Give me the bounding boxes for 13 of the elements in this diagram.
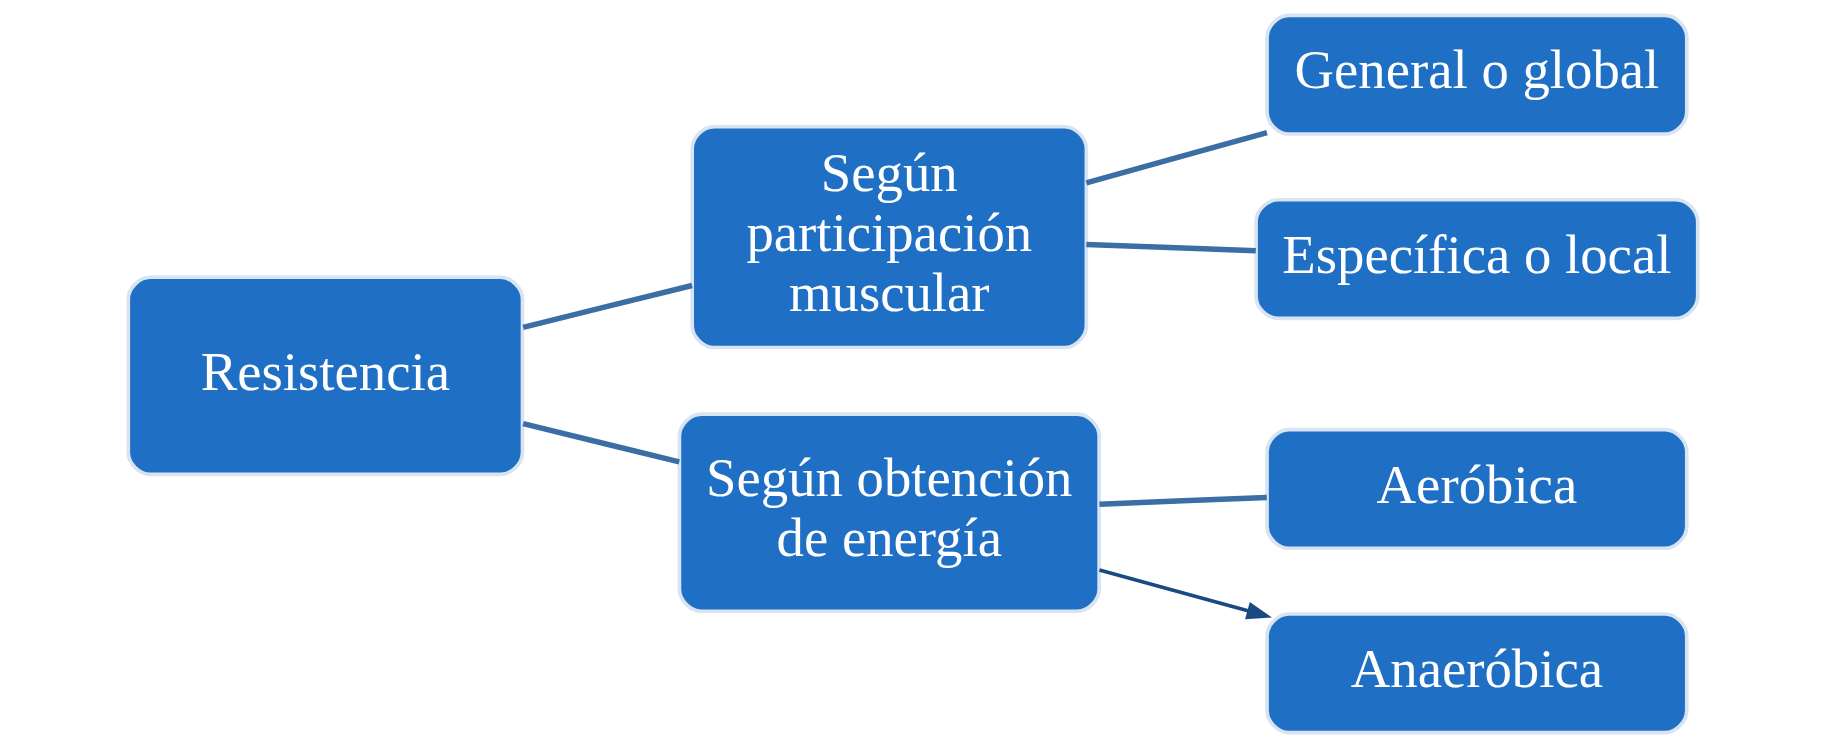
node-box: Anaeróbica <box>1265 612 1689 735</box>
connector <box>522 421 680 465</box>
node-box: General o global <box>1265 13 1689 136</box>
connector <box>1086 241 1256 254</box>
arrow <box>1098 568 1273 620</box>
node-box: Específica o local <box>1254 197 1700 321</box>
node-box: Aeróbica <box>1265 427 1689 551</box>
node-box: Según obtención de energía <box>677 412 1101 614</box>
node-box: Resistencia <box>126 275 525 477</box>
connector <box>1099 494 1267 507</box>
node-box: Según participación muscular <box>690 124 1089 350</box>
connector <box>522 282 693 330</box>
connector <box>1085 129 1268 186</box>
